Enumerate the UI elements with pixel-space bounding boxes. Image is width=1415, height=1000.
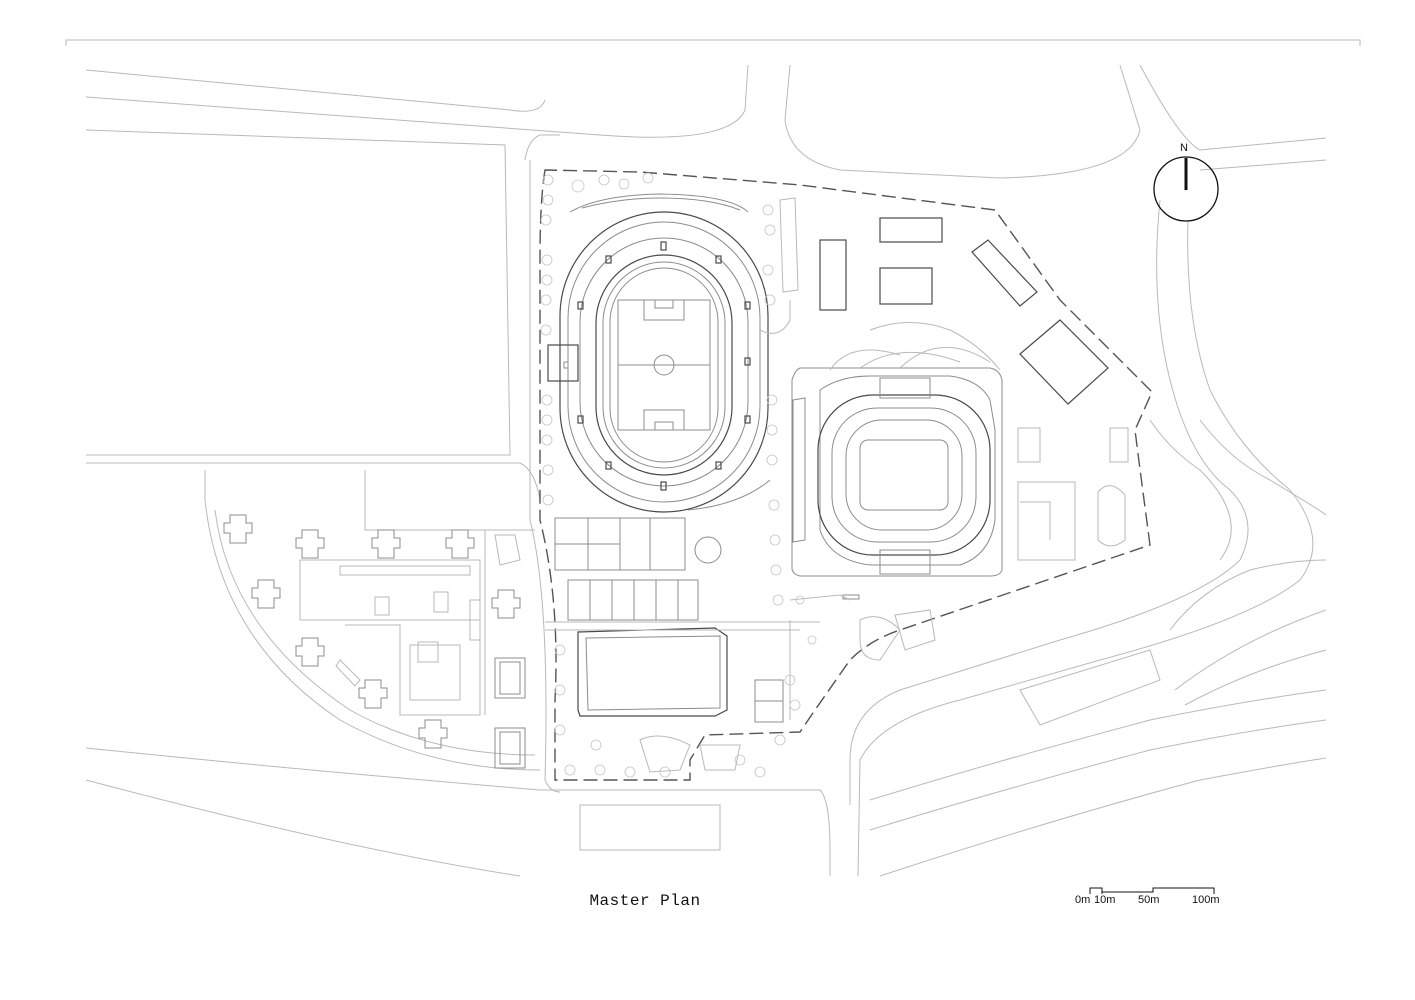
sports-courts — [554, 517, 722, 621]
stand-openings — [577, 241, 751, 491]
football-stadium — [791, 322, 1003, 577]
ancillary-buildings — [639, 197, 1129, 773]
athletics-stadium — [547, 193, 771, 513]
scale-label-100m: 100m — [1192, 894, 1220, 906]
residential-area — [204, 470, 541, 771]
north-arrow — [1153, 156, 1219, 222]
site-boundary — [539, 169, 1153, 781]
trees — [540, 172, 817, 778]
scale-label-50m: 50m — [1138, 894, 1160, 906]
gymnasium — [545, 621, 820, 723]
north-label: N — [1180, 142, 1188, 154]
scale-label-0m: 0m — [1075, 894, 1091, 906]
sheet-frame — [65, 39, 1361, 46]
scale-bar — [1089, 887, 1215, 894]
scale-label-10m: 10m — [1094, 894, 1116, 906]
residential-blocks — [223, 514, 526, 769]
football-pitch — [617, 299, 711, 431]
road-network — [85, 64, 1327, 877]
drawing-title: Master Plan — [589, 892, 701, 910]
